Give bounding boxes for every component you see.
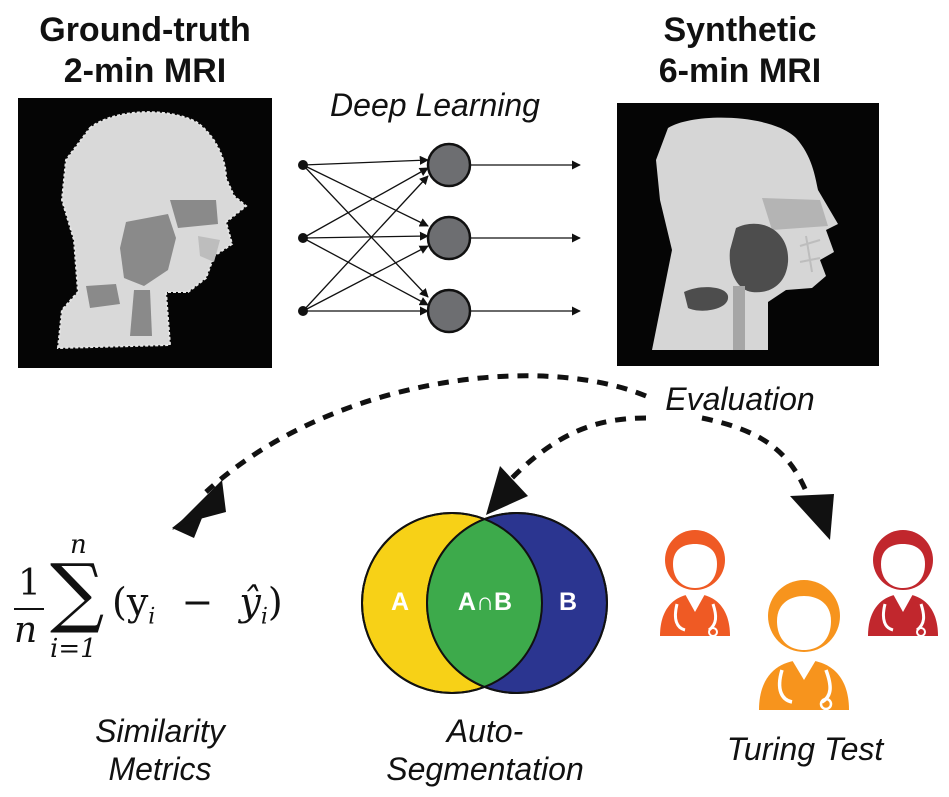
input-node [298,233,308,243]
formula-sub-i: i [148,604,156,630]
formula-upper-limit: n [70,530,87,560]
similarity-formula: 1 n n ∑ i=1 (yi − ŷi) [8,530,308,680]
ground-truth-title-line1: Ground-truth [39,11,251,49]
venn-label-intersection: A∩B [458,588,512,616]
venn-label-a: A [391,588,409,616]
formula-y: (y [112,580,149,624]
neural-network-diagram [298,142,581,334]
person-icon-center [759,580,849,711]
hidden-node [426,142,472,188]
formula-numerator: 1 [18,563,41,604]
evaluation-dashed-arrows [204,373,811,497]
ground-truth-mri-image [18,98,272,368]
similarity-line2: Metrics [108,751,212,787]
ground-truth-title-line2: 2-min MRI [63,52,227,90]
person-icon-right [868,530,938,637]
arrowhead-turing [790,494,834,540]
deep-learning-label: Deep Learning [330,87,540,123]
formula-body: (yi − ŷi) [112,580,283,630]
ground-truth-title: Ground-truth 2-min MRI [0,10,290,92]
synthetic-title-line1: Synthetic [663,11,817,49]
evaluation-label: Evaluation [665,381,815,417]
sigma-symbol: ∑ [50,547,105,636]
autoseg-line2: Segmentation [386,751,584,787]
synthetic-mri-image [617,103,879,366]
venn-intersection [427,513,542,693]
input-node [298,160,308,170]
input-node [298,306,308,316]
formula-sub-i-2: i [260,604,268,630]
similarity-metrics-label: Similarity Metrics [60,712,260,788]
arrowhead-autoseg [486,466,528,515]
venn-label-b: B [559,588,577,616]
synthetic-title: Synthetic 6-min MRI [600,10,880,92]
turing-test-label: Turing Test [726,731,884,767]
formula-denominator: n [14,610,38,651]
autoseg-line1: Auto- [446,713,524,749]
arrowhead-similarity-main [172,480,226,530]
formula-lower-limit: i=1 [50,634,97,664]
formula-close: ) [267,580,283,624]
venn-diagram: A A∩B B [361,512,608,694]
hidden-node [426,288,472,334]
similarity-line1: Similarity [95,713,225,749]
formula-minus: − [181,580,214,624]
hidden-node [426,215,472,261]
fraction-bar [14,608,44,610]
synthetic-title-line2: 6-min MRI [658,52,822,90]
person-icon-left [660,530,730,637]
formula-yhat: ŷ [239,580,261,624]
auto-segmentation-label: Auto- Segmentation [370,712,600,788]
